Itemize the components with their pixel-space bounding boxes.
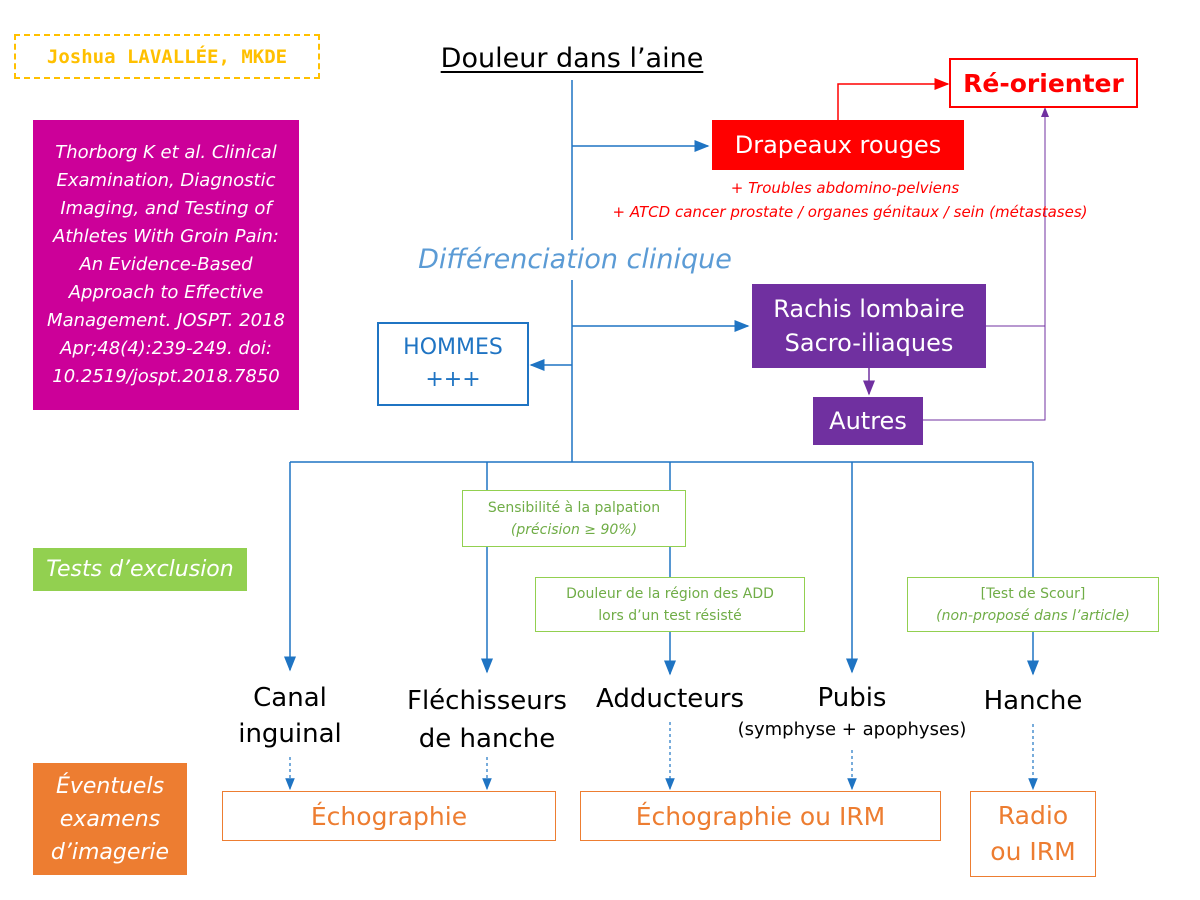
author-badge: Joshua LAVALLÉE, MKDE [14, 34, 320, 79]
category-canal-inguinal: Canal inguinal [238, 683, 342, 749]
category-hanche: Hanche [983, 686, 1083, 716]
category-flechisseurs: Fléchisseurs de hanche [407, 686, 567, 754]
reference-box: Thorborg K et al. Clinical Examination, … [33, 120, 299, 410]
palpation-test-box: Sensibilité à la palpation (précision ≥ … [462, 490, 686, 547]
red-flags-note-1: + Troubles abdomino-pelviens [730, 179, 960, 197]
differentiation-label: Différenciation clinique [400, 240, 750, 278]
others-box: Autres [813, 397, 923, 445]
category-pubis: Pubis (symphyse + apophyses) [737, 683, 967, 740]
author-name: Joshua LAVALLÉE, MKDE [46, 45, 288, 68]
imaging-echo-irm-box: Échographie ou IRM [580, 791, 941, 841]
imaging-echo-box: Échographie [222, 791, 556, 841]
imaging-radio-box: Radio ou IRM [970, 791, 1096, 877]
page-title: Douleur dans l’aine [440, 42, 704, 74]
reference-text: Thorborg K et al. Clinical Examination, … [47, 142, 285, 387]
red-flags-box: Drapeaux rouges [712, 120, 964, 170]
exclusion-tests-label: Tests d’exclusion [33, 548, 247, 591]
red-flags-note-2: + ATCD cancer prostate / organes génitau… [612, 203, 1088, 221]
reorient-box: Ré-orienter [949, 58, 1138, 108]
category-adducteurs: Adducteurs [595, 684, 744, 714]
spine-box: Rachis lombaire Sacro-iliaques [752, 284, 986, 368]
men-box: HOMMES +++ [377, 322, 529, 406]
add-test-box: Douleur de la région des ADD lors d’un t… [535, 577, 805, 632]
scour-test-box: [Test de Scour] (non-proposé dans l’arti… [907, 577, 1159, 632]
imaging-label: Éventuels examens d’imagerie [33, 763, 187, 875]
